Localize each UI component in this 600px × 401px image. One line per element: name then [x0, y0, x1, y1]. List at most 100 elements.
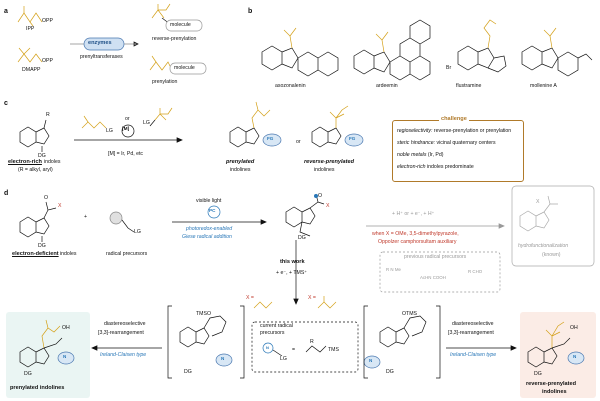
brackets-right	[363, 305, 441, 379]
when-x-label: when X = OMe, 3,5-dimethylpyrazole,	[372, 231, 459, 237]
panel-d-label: d	[4, 190, 9, 197]
panel-c-label: c	[4, 100, 8, 107]
dg-left-acetal: DG	[184, 369, 192, 375]
dmapp-structure	[17, 47, 43, 63]
brackets-left	[167, 305, 245, 379]
electron-rich-indole	[19, 119, 50, 152]
ireland-left: Ireland-Claisen type	[100, 352, 147, 358]
right-ketene-acetal	[379, 315, 427, 348]
fg-bubble-2	[344, 133, 364, 147]
oppolzer-label: Oppolzer camphorsultam auxiliary	[378, 239, 457, 245]
ireland-right: Ireland-Claisen type	[450, 352, 497, 358]
radical-precursor-tail	[121, 219, 135, 233]
n-product-right: N	[573, 354, 577, 359]
arrow-known	[366, 223, 505, 229]
challenge-line-4: electron-rich indoles predominate	[397, 164, 474, 170]
dg-right-acetal: DG	[386, 369, 394, 375]
diastereoselective-right: diastereoselective	[452, 321, 494, 327]
n-bubble-product-left	[57, 351, 75, 365]
oh-left: OH	[62, 325, 70, 331]
n-bubble-product-right	[567, 351, 585, 365]
prev-precursor-3: R CHO	[468, 269, 483, 274]
current-precursor-tail-1	[272, 349, 283, 357]
rearrangement-right: [3,3]-rearrangement	[448, 330, 494, 336]
prenylated-indoline	[229, 101, 271, 148]
compound-ardeemin: ardeemin	[376, 83, 398, 89]
pc-circle	[207, 205, 221, 219]
prev-precursor-2: AcHN COOH	[420, 275, 446, 280]
challenge-line-1: regioselectivity: reverse-prenylation or…	[397, 128, 512, 134]
current-precursor-chain-2	[305, 345, 327, 353]
radical-precursor-circle	[109, 211, 123, 225]
ipp-structure	[17, 6, 43, 27]
electron-deficient-indole	[19, 201, 57, 242]
n-right-label: N	[369, 358, 373, 363]
fg-label-1: FG	[267, 136, 274, 141]
radical-dg-label: DG	[298, 235, 306, 241]
reverse-product-bg	[520, 312, 596, 398]
prenylation-label: prenylation	[152, 79, 178, 85]
panel-a-label: a	[4, 8, 8, 15]
current-precursor-n-1	[262, 342, 274, 354]
opp-label-2: OPP	[42, 58, 53, 64]
pc-label: PC	[209, 208, 216, 213]
current-eq-label: =	[292, 347, 296, 353]
reverse-prenyl-product	[151, 3, 171, 25]
challenge-box: challenge regioselectivity: reverse-pren…	[392, 116, 524, 182]
oh-right: OH	[570, 325, 578, 331]
lg-label-2: LG	[143, 120, 150, 126]
molecule-pill-1	[165, 19, 203, 32]
challenge-line-2: steric hindrance: vicinal quaternary cen…	[397, 140, 496, 146]
lg-label-1: LG	[106, 128, 113, 134]
carbonyl-x-label: X	[58, 203, 62, 209]
indole-dg-label: DG	[38, 153, 46, 159]
prev-precursor-1: R N Me	[386, 267, 401, 272]
previous-precursors-label: previous radical precursors	[404, 254, 467, 260]
current-precursors-box	[251, 321, 359, 373]
arrow-left-rearr	[91, 345, 162, 351]
reverse-prenylated-indoline	[311, 105, 349, 148]
n-bubble-left	[215, 353, 233, 367]
indolines-label-2: indolines	[314, 167, 335, 173]
radical-intermediate	[285, 193, 325, 237]
metal-label: [M]	[122, 127, 130, 132]
reverse-prenylated-product	[527, 321, 571, 368]
dg-product-left: DG	[24, 371, 32, 377]
known-label: (known)	[542, 252, 561, 258]
metal-definition: [M] = Ir, Pd, etc	[108, 151, 144, 157]
plus-sign: +	[84, 214, 88, 220]
molecule-label-2: molecule	[174, 65, 195, 71]
reverse-prenyl-lg	[149, 107, 173, 127]
asozonalenin-structure	[261, 27, 339, 77]
electron-deficient-label: electron-deficient	[12, 251, 59, 257]
dg-product-right: DG	[534, 371, 542, 377]
r-definition: (R = alkyl, aryl)	[18, 167, 53, 173]
opp-label-1: OPP	[42, 18, 53, 24]
diastereoselective-left: diastereoselective	[104, 321, 146, 327]
reverse-prenylation-label: reverse-prenylation	[152, 36, 197, 42]
challenge-line-3: noble metals (Ir, Pd)	[397, 152, 444, 158]
current-lg-label: LG	[280, 356, 287, 362]
previous-precursors-box	[379, 251, 501, 293]
tmso-label: TMSO	[196, 311, 211, 317]
indoles-label-c: indoles	[44, 159, 61, 165]
carbonyl-o-label: O	[44, 195, 49, 201]
fg-bubble-1	[262, 133, 282, 147]
electron-rich-label: electron-rich	[8, 159, 42, 165]
x-eq-left: X =	[246, 295, 254, 301]
tms-add-label: + e⁻, + TMS⁺	[276, 270, 308, 276]
arrow-right-rearr	[446, 345, 517, 351]
x-right-allyl	[317, 296, 337, 309]
molecule-pill-2	[169, 62, 207, 75]
indole-dg-label-d: DG	[38, 243, 46, 249]
or-label-c2: or	[296, 139, 301, 145]
prenylated-label: prenylated	[226, 159, 255, 165]
compound-flustramine: flustramine	[456, 83, 482, 89]
current-n-label: N	[266, 345, 269, 350]
enzymes-pill	[83, 37, 125, 51]
rearrangement-left: [3,3]-rearrangement	[98, 330, 144, 336]
h-plus-label: + H⁺ or + e⁻, + H⁺	[392, 211, 435, 217]
enzymes-label: enzymes	[88, 40, 112, 46]
prenyltransferases-label: prenyltransferases	[80, 54, 123, 60]
